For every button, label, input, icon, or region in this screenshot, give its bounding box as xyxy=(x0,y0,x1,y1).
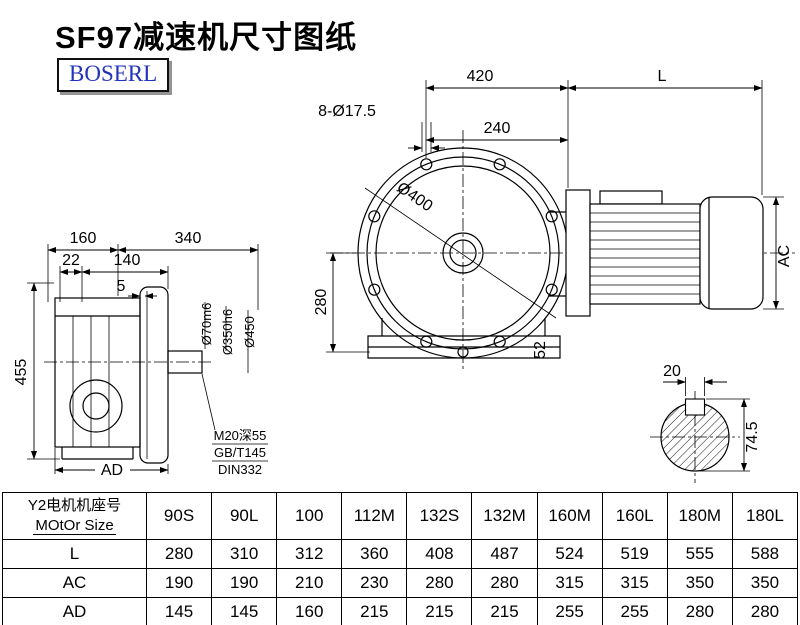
column-header: 112M xyxy=(341,492,408,540)
dim-L-label: L xyxy=(658,68,667,85)
tap-note: M20深55 GB/T145 DIN332 xyxy=(201,373,268,477)
table-cell: 145 xyxy=(145,597,213,625)
table-cell: 315 xyxy=(601,568,668,598)
terminal-box xyxy=(599,190,663,205)
column-header: 160M xyxy=(536,492,603,540)
column-header: 100 xyxy=(276,492,343,540)
tap-note-line1: M20深55 xyxy=(214,428,267,443)
page-title: SF97减速机尺寸图纸 xyxy=(55,20,358,55)
table-cell: 360 xyxy=(341,539,408,569)
dimension-table: Y2电机机座号 MOtOr Size 90S 90L 100 112M 132S… xyxy=(2,492,799,625)
tap-note-line2: GB/T145 xyxy=(214,445,266,460)
header-en: MOtOr Size xyxy=(33,517,116,535)
bolt-holes xyxy=(368,158,558,348)
output-flange xyxy=(139,286,169,464)
gear-housing xyxy=(367,211,566,359)
keyway xyxy=(684,398,706,416)
table-cell: 215 xyxy=(406,597,473,625)
table-row-AC: AC 190 190 210 230 280 280 315 315 350 3… xyxy=(2,568,799,598)
table-cell: 280 xyxy=(145,539,213,569)
table-row-L: L 280 310 312 360 408 487 524 519 555 58… xyxy=(2,539,799,569)
dim-AD-label: AD xyxy=(101,462,123,479)
table-cell: 350 xyxy=(666,568,733,598)
column-header: 90L xyxy=(211,492,278,540)
technical-drawing: Ø400 52 420 L 8-Ø17.5 xyxy=(13,68,795,483)
dim-key-width-label: 20 xyxy=(663,363,681,380)
motor-size-header-cell: Y2电机机座号 MOtOr Size xyxy=(2,492,147,540)
table-cell: 315 xyxy=(536,568,603,598)
table-header-row: Y2电机机座号 MOtOr Size 90S 90L 100 112M 132S… xyxy=(2,492,799,540)
table-cell: 145 xyxy=(211,597,278,625)
column-header: 132S xyxy=(406,492,473,540)
table-cell: 255 xyxy=(601,597,668,625)
table-cell: 280 xyxy=(471,568,538,598)
table-cell: 280 xyxy=(666,597,733,625)
column-header: 132M xyxy=(471,492,538,540)
table-cell: 280 xyxy=(406,568,473,598)
dim-280-label: 280 xyxy=(313,289,330,316)
dim-key-height-label: 74.5 xyxy=(744,421,761,452)
dim-shaft-d350-label: Ø350h6 xyxy=(220,309,235,355)
table-cell: 160 xyxy=(276,597,343,625)
table-cell: 487 xyxy=(471,539,538,569)
tap-note-line3: DIN332 xyxy=(218,462,262,477)
dim-52-label: 52 xyxy=(532,341,549,359)
dim-340-label: 340 xyxy=(175,230,202,247)
header-cn: Y2电机机座号 xyxy=(27,497,122,514)
dim-140-label: 140 xyxy=(114,252,141,269)
table-cell: 310 xyxy=(211,539,278,569)
row-label: AD xyxy=(2,597,147,625)
dim-22-label: 22 xyxy=(62,252,80,269)
table-cell: 190 xyxy=(211,568,278,598)
table-cell: 350 xyxy=(731,568,799,598)
dim-5-label: 5 xyxy=(117,278,126,295)
motor: AC xyxy=(565,189,793,317)
table-cell: 588 xyxy=(731,539,799,569)
column-header: 180L xyxy=(731,492,799,540)
dim-420-label: 420 xyxy=(467,68,494,85)
table-cell: 519 xyxy=(601,539,668,569)
motor-fins xyxy=(590,212,700,295)
table-row-AD: AD 145 145 160 215 215 215 255 255 280 2… xyxy=(2,597,799,625)
table-cell: 312 xyxy=(276,539,343,569)
table-cell: 255 xyxy=(536,597,603,625)
dim-160-label: 160 xyxy=(70,230,97,247)
column-header: 180M xyxy=(666,492,733,540)
output-shaft xyxy=(167,350,203,374)
side-view: 160 340 22 140 5 455 AD xyxy=(13,230,268,479)
dim-AC-label: AC xyxy=(776,245,793,267)
dim-d400-label: Ø400 xyxy=(394,179,436,215)
dim-455-label: 455 xyxy=(13,359,30,386)
row-label: AC xyxy=(2,568,147,598)
table-cell: 524 xyxy=(536,539,603,569)
table-cell: 408 xyxy=(406,539,473,569)
brand-logo: BOSERL xyxy=(57,58,170,92)
bolt-note-label: 8-Ø17.5 xyxy=(318,103,376,120)
table-cell: 280 xyxy=(731,597,799,625)
table-cell: 210 xyxy=(276,568,343,598)
table-cell: 190 xyxy=(145,568,213,598)
dim-shaft-d70-label: Ø70m6 xyxy=(199,303,214,346)
table-cell: 215 xyxy=(471,597,538,625)
table-cell: 555 xyxy=(666,539,733,569)
column-header: 160L xyxy=(601,492,668,540)
dim-shaft-d450-label: Ø450 xyxy=(242,316,257,348)
fan-cover xyxy=(699,196,764,310)
table-cell: 215 xyxy=(341,597,408,625)
table-cell: 230 xyxy=(341,568,408,598)
column-header: 90S xyxy=(145,492,213,540)
row-label: L xyxy=(2,539,147,569)
dim-240-label: 240 xyxy=(484,120,511,137)
shaft-section-view: 20 74.5 xyxy=(650,363,761,483)
